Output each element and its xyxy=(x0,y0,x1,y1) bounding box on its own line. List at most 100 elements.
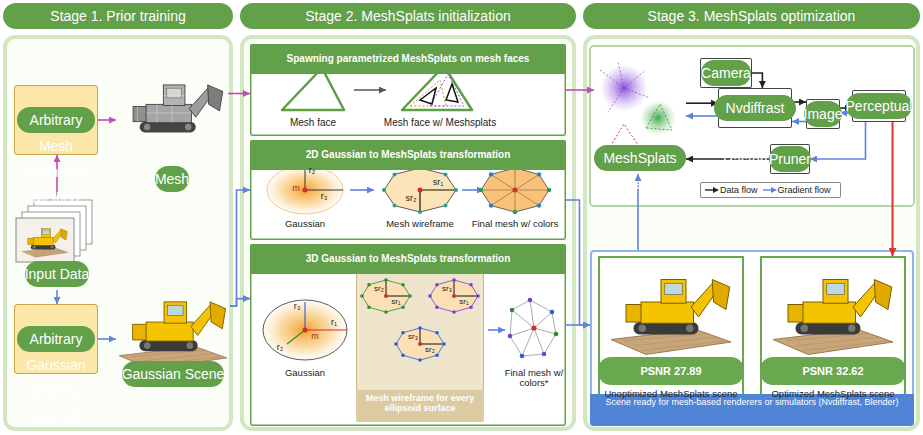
meshsplats-scene-art xyxy=(600,70,624,88)
diagram-label: m xyxy=(311,332,319,342)
node-text: Mesh xyxy=(155,166,189,192)
gaussian-3d-drawing xyxy=(435,306,439,310)
connector xyxy=(566,200,590,325)
gaussian-2d-drawing xyxy=(515,190,539,206)
gaussian-3d-drawing xyxy=(362,280,410,312)
diagram-label: sr₁ xyxy=(459,298,468,307)
input-images xyxy=(16,218,74,262)
connector xyxy=(686,102,718,104)
mesh-illustration xyxy=(133,85,223,133)
meshsplats-scene-art xyxy=(600,64,648,112)
connector xyxy=(230,190,250,306)
node-text: Mesh wireframe for every ellipsoid surfa… xyxy=(356,390,484,422)
gaussian-3d-drawing xyxy=(428,294,432,298)
connector xyxy=(56,155,58,196)
result-images xyxy=(773,280,893,355)
connector xyxy=(686,158,770,160)
figure-node: Mesh xyxy=(116,50,228,195)
gaussian-scene-illustration xyxy=(119,302,227,369)
gaussian-3d-drawing xyxy=(435,331,439,335)
gaussian-2d-drawing xyxy=(547,188,551,192)
meshsplats-scene-art xyxy=(624,70,646,88)
legend-item: Data flow xyxy=(705,185,758,195)
diagram-label: Mesh face w/ Meshsplats xyxy=(384,117,496,128)
node-text: Stage 2. MeshSplats initialization xyxy=(240,3,576,29)
meshsplats-scene-art xyxy=(646,104,672,130)
gaussian-3d-drawing xyxy=(550,310,555,315)
connector xyxy=(98,119,116,121)
connector xyxy=(98,338,116,340)
legend-item: Gradient flow xyxy=(763,185,831,195)
gaussian-3d-drawing xyxy=(396,328,444,360)
gaussian-2d-drawing xyxy=(418,166,422,170)
gaussian-3d-drawing xyxy=(534,312,552,328)
connector xyxy=(56,290,58,304)
gaussian-2d-drawing xyxy=(513,210,517,214)
connector xyxy=(840,107,852,109)
meshsplats-scene-art xyxy=(640,100,676,136)
gaussian-2d-drawing xyxy=(481,168,549,212)
gaussian-3d-drawing xyxy=(360,294,364,298)
figure-node: Gaussian Scene xyxy=(116,285,230,390)
gaussian-3d-drawing xyxy=(512,310,534,328)
gaussian-3d-drawing xyxy=(520,354,525,359)
gaussian-2d-drawing xyxy=(303,188,308,193)
gaussian-3d-drawing xyxy=(418,326,422,330)
gaussian-2d-drawing xyxy=(267,166,343,214)
gaussian-3d-drawing xyxy=(508,298,559,359)
result-images xyxy=(611,280,893,355)
gaussian-2d-drawing xyxy=(515,190,516,212)
gaussian-3d-drawing xyxy=(420,344,444,345)
node-text: 2D Gaussian to MeshSplats transformation xyxy=(250,140,566,170)
gaussian-3d-drawing xyxy=(401,306,405,310)
gaussian-3d-drawing xyxy=(454,280,455,296)
input-images xyxy=(22,229,68,258)
gaussian-2d-drawing xyxy=(481,190,515,191)
gaussian-2d-drawing xyxy=(418,188,423,193)
diagram-label: Final mesh w/ colors* xyxy=(503,368,565,389)
gaussian-2d-drawing xyxy=(305,166,306,190)
diagram-label: r₂ xyxy=(277,343,284,353)
gaussian-3d-drawing xyxy=(510,300,556,356)
gaussian-3d-drawing xyxy=(510,300,556,356)
connector xyxy=(792,121,806,123)
gaussian-2d-drawing xyxy=(537,203,541,207)
gaussian-3d-drawing xyxy=(554,332,559,337)
diagram-label: Mesh face xyxy=(290,117,336,128)
gaussian-3d-drawing xyxy=(304,302,305,330)
stage-panel: Stage 2. MeshSplats initializationSpawni… xyxy=(240,3,576,431)
gaussian-3d-drawing xyxy=(531,325,536,330)
gaussian-3d-drawing xyxy=(287,330,305,344)
gaussian-2d-drawing xyxy=(382,166,458,214)
diagram-label: Gaussian xyxy=(285,219,325,229)
gaussian-3d-drawing xyxy=(428,278,480,314)
gaussian-3d-drawing xyxy=(386,280,387,296)
legend-line xyxy=(705,189,714,190)
node-text: PSNR 27.89 xyxy=(598,357,744,385)
gaussian-2d-drawing xyxy=(419,190,420,212)
gaussian-3d-drawing xyxy=(476,294,480,298)
diagram-label: sr₁ xyxy=(433,178,444,188)
gaussian-3d-drawing xyxy=(510,308,515,313)
process-box: Image xyxy=(806,99,840,129)
legend-head xyxy=(713,187,719,193)
mesh-face-drawing xyxy=(430,74,464,106)
result-panel: PSNR 32.62Optimized MeshSplats scene xyxy=(760,256,906,402)
gaussian-3d-drawing xyxy=(303,328,308,333)
gaussian-2d-drawing xyxy=(515,174,539,190)
meshsplats-scene-art xyxy=(608,88,624,112)
mesh-face-drawing xyxy=(446,84,458,102)
diagram-label: Final mesh w/ colors xyxy=(472,219,559,229)
mesh-face-drawing xyxy=(282,68,344,110)
gaussian-3d-drawing xyxy=(418,358,422,362)
gaussian-3d-drawing xyxy=(408,294,412,298)
gaussian-2d-drawing xyxy=(462,189,484,191)
figure-node: MeshSplats scene xyxy=(594,56,686,174)
diagram-label: sr₃ xyxy=(408,333,418,342)
gaussian-3d-drawing xyxy=(534,328,556,334)
connector xyxy=(892,122,894,256)
gaussian-3d-drawing xyxy=(452,294,456,298)
gaussian-3d-drawing xyxy=(530,300,534,328)
gaussian-2d-drawing xyxy=(491,190,515,206)
meshsplats-scene-art xyxy=(600,62,676,150)
